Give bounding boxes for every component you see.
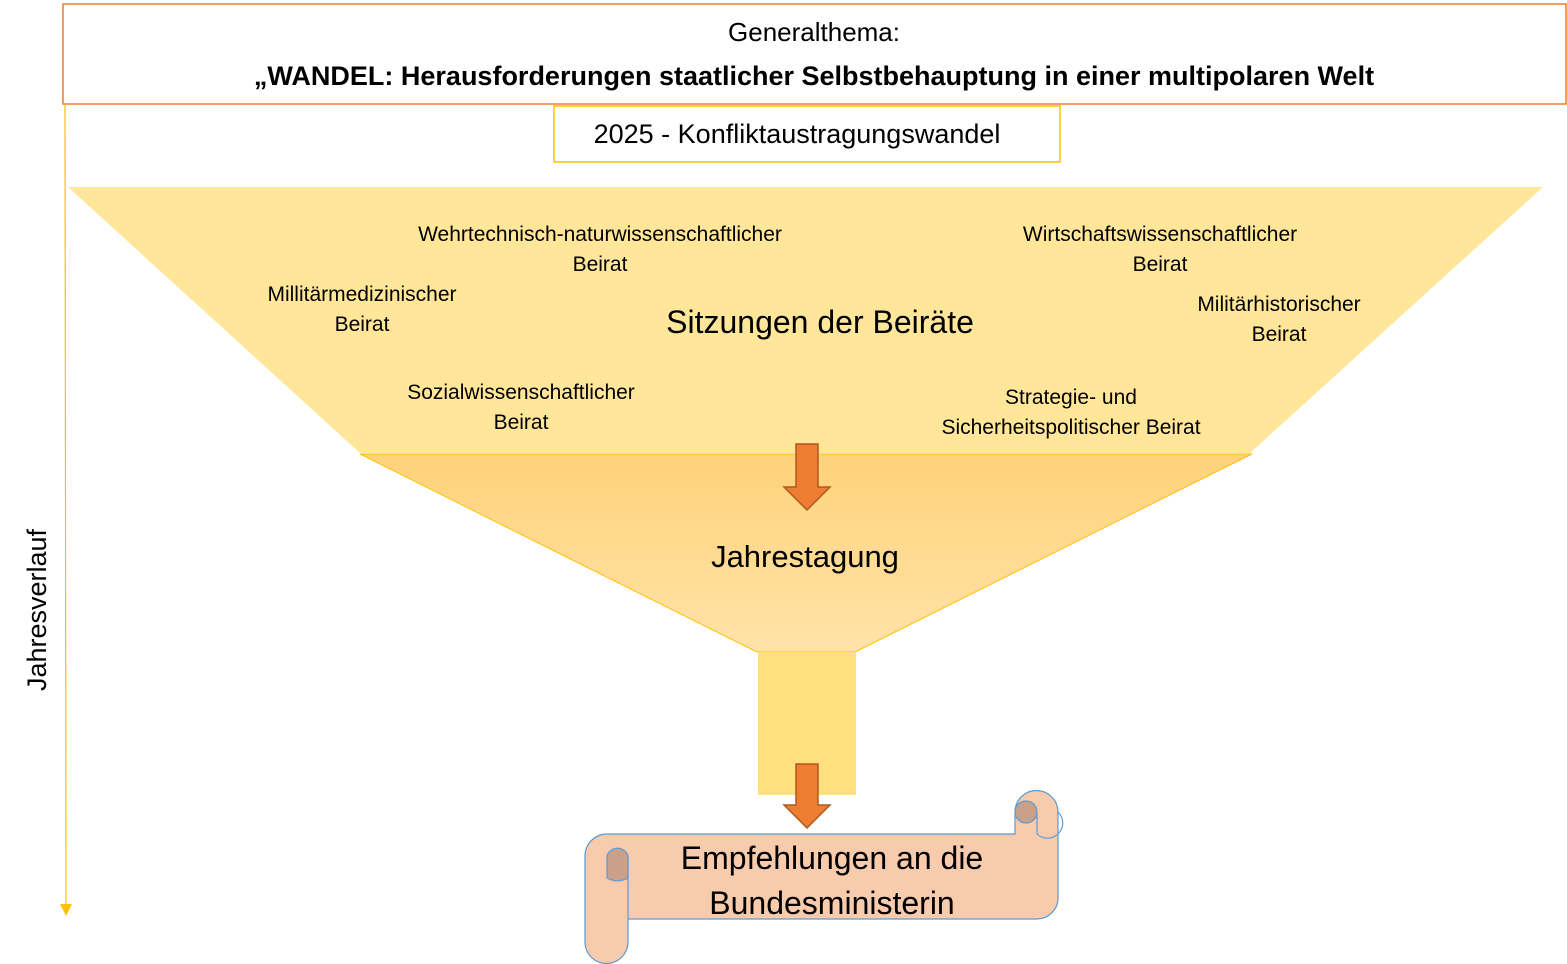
header-box bbox=[62, 3, 1567, 105]
year-topic: 2025 - Konfliktaustragungswandel bbox=[593, 119, 1001, 149]
year-topic-box bbox=[553, 105, 1061, 163]
timeline-axis bbox=[64, 103, 67, 907]
result-line: Bundesministerin bbox=[709, 885, 955, 921]
timeline-label: Jahresverlauf bbox=[22, 528, 52, 692]
council-line: Wirtschaftswissenschaftlicher bbox=[1022, 223, 1298, 246]
result-text: Empfehlungen an die Bundesministerin bbox=[681, 836, 983, 926]
funnel-top bbox=[68, 187, 1543, 453]
timeline-arrowhead-icon bbox=[60, 904, 72, 916]
council-line: Strategie- und bbox=[1005, 386, 1137, 409]
arrow-down-icon bbox=[782, 763, 832, 830]
council-line: Sicherheitspolitischer Beirat bbox=[941, 416, 1201, 439]
conference-label: Jahrestagung bbox=[711, 539, 899, 574]
council-line: Beirat bbox=[493, 411, 549, 434]
council-line: Beirat bbox=[1251, 323, 1307, 346]
council-line: Beirat bbox=[334, 313, 390, 336]
council-line: Beirat bbox=[572, 253, 628, 276]
arrow-down-icon bbox=[782, 443, 832, 512]
funnel-title: Sitzungen der Beiräte bbox=[666, 304, 974, 340]
council-line: Militärhistorischer bbox=[1197, 293, 1361, 316]
result-line: Empfehlungen an die bbox=[680, 840, 984, 876]
council-line: Wehrtechnisch-naturwissenschaftlicher bbox=[418, 223, 782, 246]
header-title: „WANDEL: Herausforderungen staatlicher S… bbox=[253, 61, 1375, 91]
council-line: Millitärmedizinischer bbox=[267, 283, 457, 306]
scroll-banner bbox=[584, 789, 1064, 964]
council-line: Beirat bbox=[1132, 253, 1188, 276]
header-label: Generalthema: bbox=[728, 17, 900, 47]
council-line: Sozialwissenschaftlicher bbox=[407, 381, 635, 404]
